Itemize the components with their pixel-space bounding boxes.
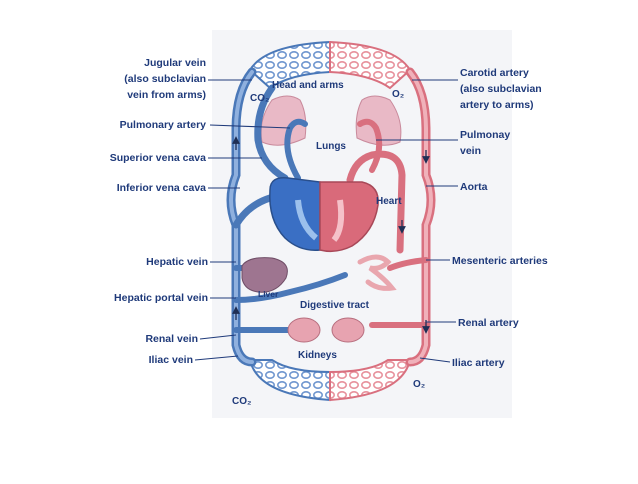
- label-mesenteric-arteries: Mesenteric arteries: [452, 255, 548, 267]
- label-iliac-artery: Iliac artery: [452, 357, 505, 369]
- left-labels: Jugular vein (also subclavian vein from …: [110, 57, 208, 366]
- label-iliac-vein: Iliac vein: [149, 354, 193, 366]
- label-heart: Heart: [376, 196, 402, 207]
- label-carotid-artery: Carotid artery: [460, 67, 529, 79]
- label-o2-top: O₂: [392, 89, 404, 100]
- label-pulmonary-vein: Pulmonay: [460, 129, 510, 141]
- label-jugular-vein: Jugular vein: [144, 57, 206, 69]
- leader-lines: [194, 79, 458, 363]
- head-capillary-bed: [248, 40, 412, 90]
- lungs: [260, 95, 402, 146]
- label-pulmonary-vein-2: vein: [460, 145, 481, 157]
- label-aorta: Aorta: [460, 181, 488, 193]
- arterial-circuit: [346, 67, 436, 367]
- label-carotid-artery-note-2: artery to arms): [460, 99, 534, 111]
- label-inferior-vena-cava: Inferior vena cava: [117, 182, 206, 194]
- label-liver: Liver: [258, 289, 279, 299]
- label-superior-vena-cava: Superior vena cava: [110, 152, 206, 164]
- label-renal-vein: Renal vein: [145, 333, 198, 345]
- label-co2-top: CO₂: [250, 93, 269, 104]
- label-pulmonary-artery: Pulmonary artery: [120, 119, 207, 131]
- label-kidneys: Kidneys: [298, 350, 337, 361]
- label-head-and-arms: Head and arms: [272, 80, 344, 91]
- label-digestive-tract: Digestive tract: [300, 300, 370, 311]
- label-jugular-vein-note-2: vein from arms): [127, 89, 206, 101]
- inner-labels: Head and arms CO₂ O₂ Lungs Heart Liver D…: [232, 80, 425, 407]
- lower-capillary-bed: [248, 359, 412, 402]
- label-lungs: Lungs: [316, 141, 346, 152]
- label-hepatic-vein: Hepatic vein: [146, 256, 208, 268]
- label-o2-bottom: O₂: [413, 379, 425, 390]
- label-carotid-artery-note-1: (also subclavian: [460, 83, 542, 95]
- kidneys: [287, 317, 365, 343]
- label-hepatic-portal-vein: Hepatic portal vein: [114, 292, 208, 304]
- venous-circuit: [226, 67, 348, 367]
- label-co2-bottom: CO₂: [232, 396, 251, 407]
- right-labels: Carotid artery (also subclavian artery t…: [452, 67, 548, 369]
- label-renal-artery: Renal artery: [458, 317, 519, 329]
- heart: [269, 177, 379, 253]
- label-jugular-vein-note-1: (also subclavian: [124, 73, 206, 85]
- digestive-tract: [357, 254, 397, 291]
- liver: [241, 257, 288, 293]
